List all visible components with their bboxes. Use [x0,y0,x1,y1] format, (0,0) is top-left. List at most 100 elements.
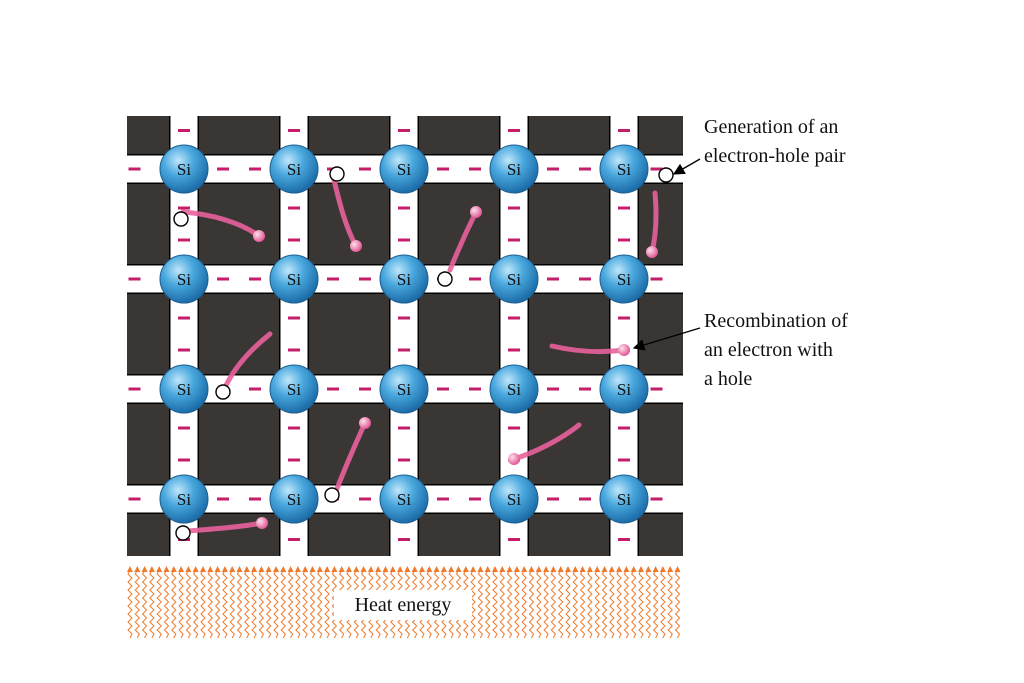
bond-electron [217,497,229,501]
bond-electron [508,238,520,242]
bond-electron [398,426,410,430]
heat-arrow [535,566,542,639]
heat-arrow-head [667,566,674,572]
electron [508,453,520,465]
electron [359,417,371,429]
bond-electron [618,458,630,462]
si-atom-label: Si [177,160,191,179]
heat-arrow-head [550,566,557,572]
heat-arrow [127,566,133,639]
generation-annotation-line-2: electron-hole pair [704,145,846,167]
heat-arrow [178,566,185,639]
heat-arrow [652,566,659,639]
heat-arrow-shaft [550,569,557,639]
heat-arrow-head [616,566,623,572]
heat-arrow [200,566,206,639]
heat-arrow [506,566,513,639]
free-electron [646,190,659,258]
heat-arrow-head [280,566,287,572]
heat-arrow-shaft [134,569,141,639]
hole [329,166,345,182]
bond-electron [508,316,520,320]
heat-arrow [667,566,674,639]
heat-arrow [221,566,228,639]
heat-arrow [616,566,623,639]
si-atom-label: Si [397,160,411,179]
si-atom: Si [159,364,209,414]
bond-electron [618,316,630,320]
heat-arrow-shaft [645,569,652,639]
bond-electron [437,497,449,501]
heat-arrow-head [411,566,418,572]
heat-arrow-head [148,566,155,572]
heat-arrow-head [455,566,462,572]
free-electron [447,206,482,273]
heat-arrow-shaft [171,569,177,639]
heat-arrow [141,566,148,639]
si-atom-sphere [159,474,209,524]
si-atom-label: Si [287,380,301,399]
si-atom-sphere [599,364,649,414]
electron [350,240,362,252]
heat-arrow [287,566,294,639]
heat-arrow-head [360,566,367,572]
hole [173,211,189,227]
bond-electron [650,387,663,391]
heat-arrow [302,566,309,639]
heat-arrow [528,566,535,639]
si-atom: Si [269,254,319,304]
heat-arrow [659,566,666,639]
bond-electrons [128,129,663,541]
heat-arrow-shaft [317,569,323,639]
heat-arrow [324,566,331,639]
bond-electron [178,206,190,210]
electron [470,206,482,218]
heat-arrow [207,566,214,639]
heat-arrow-head [309,566,316,572]
bond-electron [249,167,261,171]
heat-arrow-shaft [477,569,484,639]
heat-arrow-shaft [616,569,622,639]
heat-arrow-shaft [163,569,170,639]
bond-electron [128,497,141,501]
bond-electron [579,277,591,281]
bond-electron [327,277,339,281]
heat-arrow [565,566,571,639]
heat-arrow-shaft [587,569,593,639]
heat-arrow [156,566,163,639]
heat-arrow-head [565,566,571,572]
heat-arrow [638,566,644,639]
si-atom-label: Si [397,490,411,509]
si-atom-sphere [599,474,649,524]
bond-electron [650,167,663,171]
bond-electron [618,426,630,430]
bond-electron [249,277,261,281]
bond-electron [178,129,190,132]
heat-arrow [134,566,141,639]
heat-arrow-shaft [536,569,542,639]
bond-electron [398,238,410,242]
electron-tail [180,209,262,239]
heat-arrow-head [506,566,513,572]
bond-electron [249,497,261,501]
heat-arrow-shaft [660,569,666,639]
heat-arrow [521,566,528,639]
bond-electron [398,538,410,541]
si-atom-sphere [269,254,319,304]
generation-annotation-line-1: Generation of an [704,116,839,138]
heat-arrow-shaft [229,569,235,639]
heat-arrow-shaft [565,569,571,639]
heat-arrow-head [397,566,404,572]
bond-electron [437,167,449,171]
heat-arrow [572,566,579,639]
si-atom: Si [599,474,649,524]
bond-electron [128,277,141,281]
bond-electron [618,129,630,132]
hole [658,167,674,183]
heat-arrow-shaft [674,569,681,639]
si-atom: Si [379,474,429,524]
heat-arrow-shaft [156,569,162,639]
bond-electron [288,348,300,352]
heat-arrow-head [630,566,637,572]
